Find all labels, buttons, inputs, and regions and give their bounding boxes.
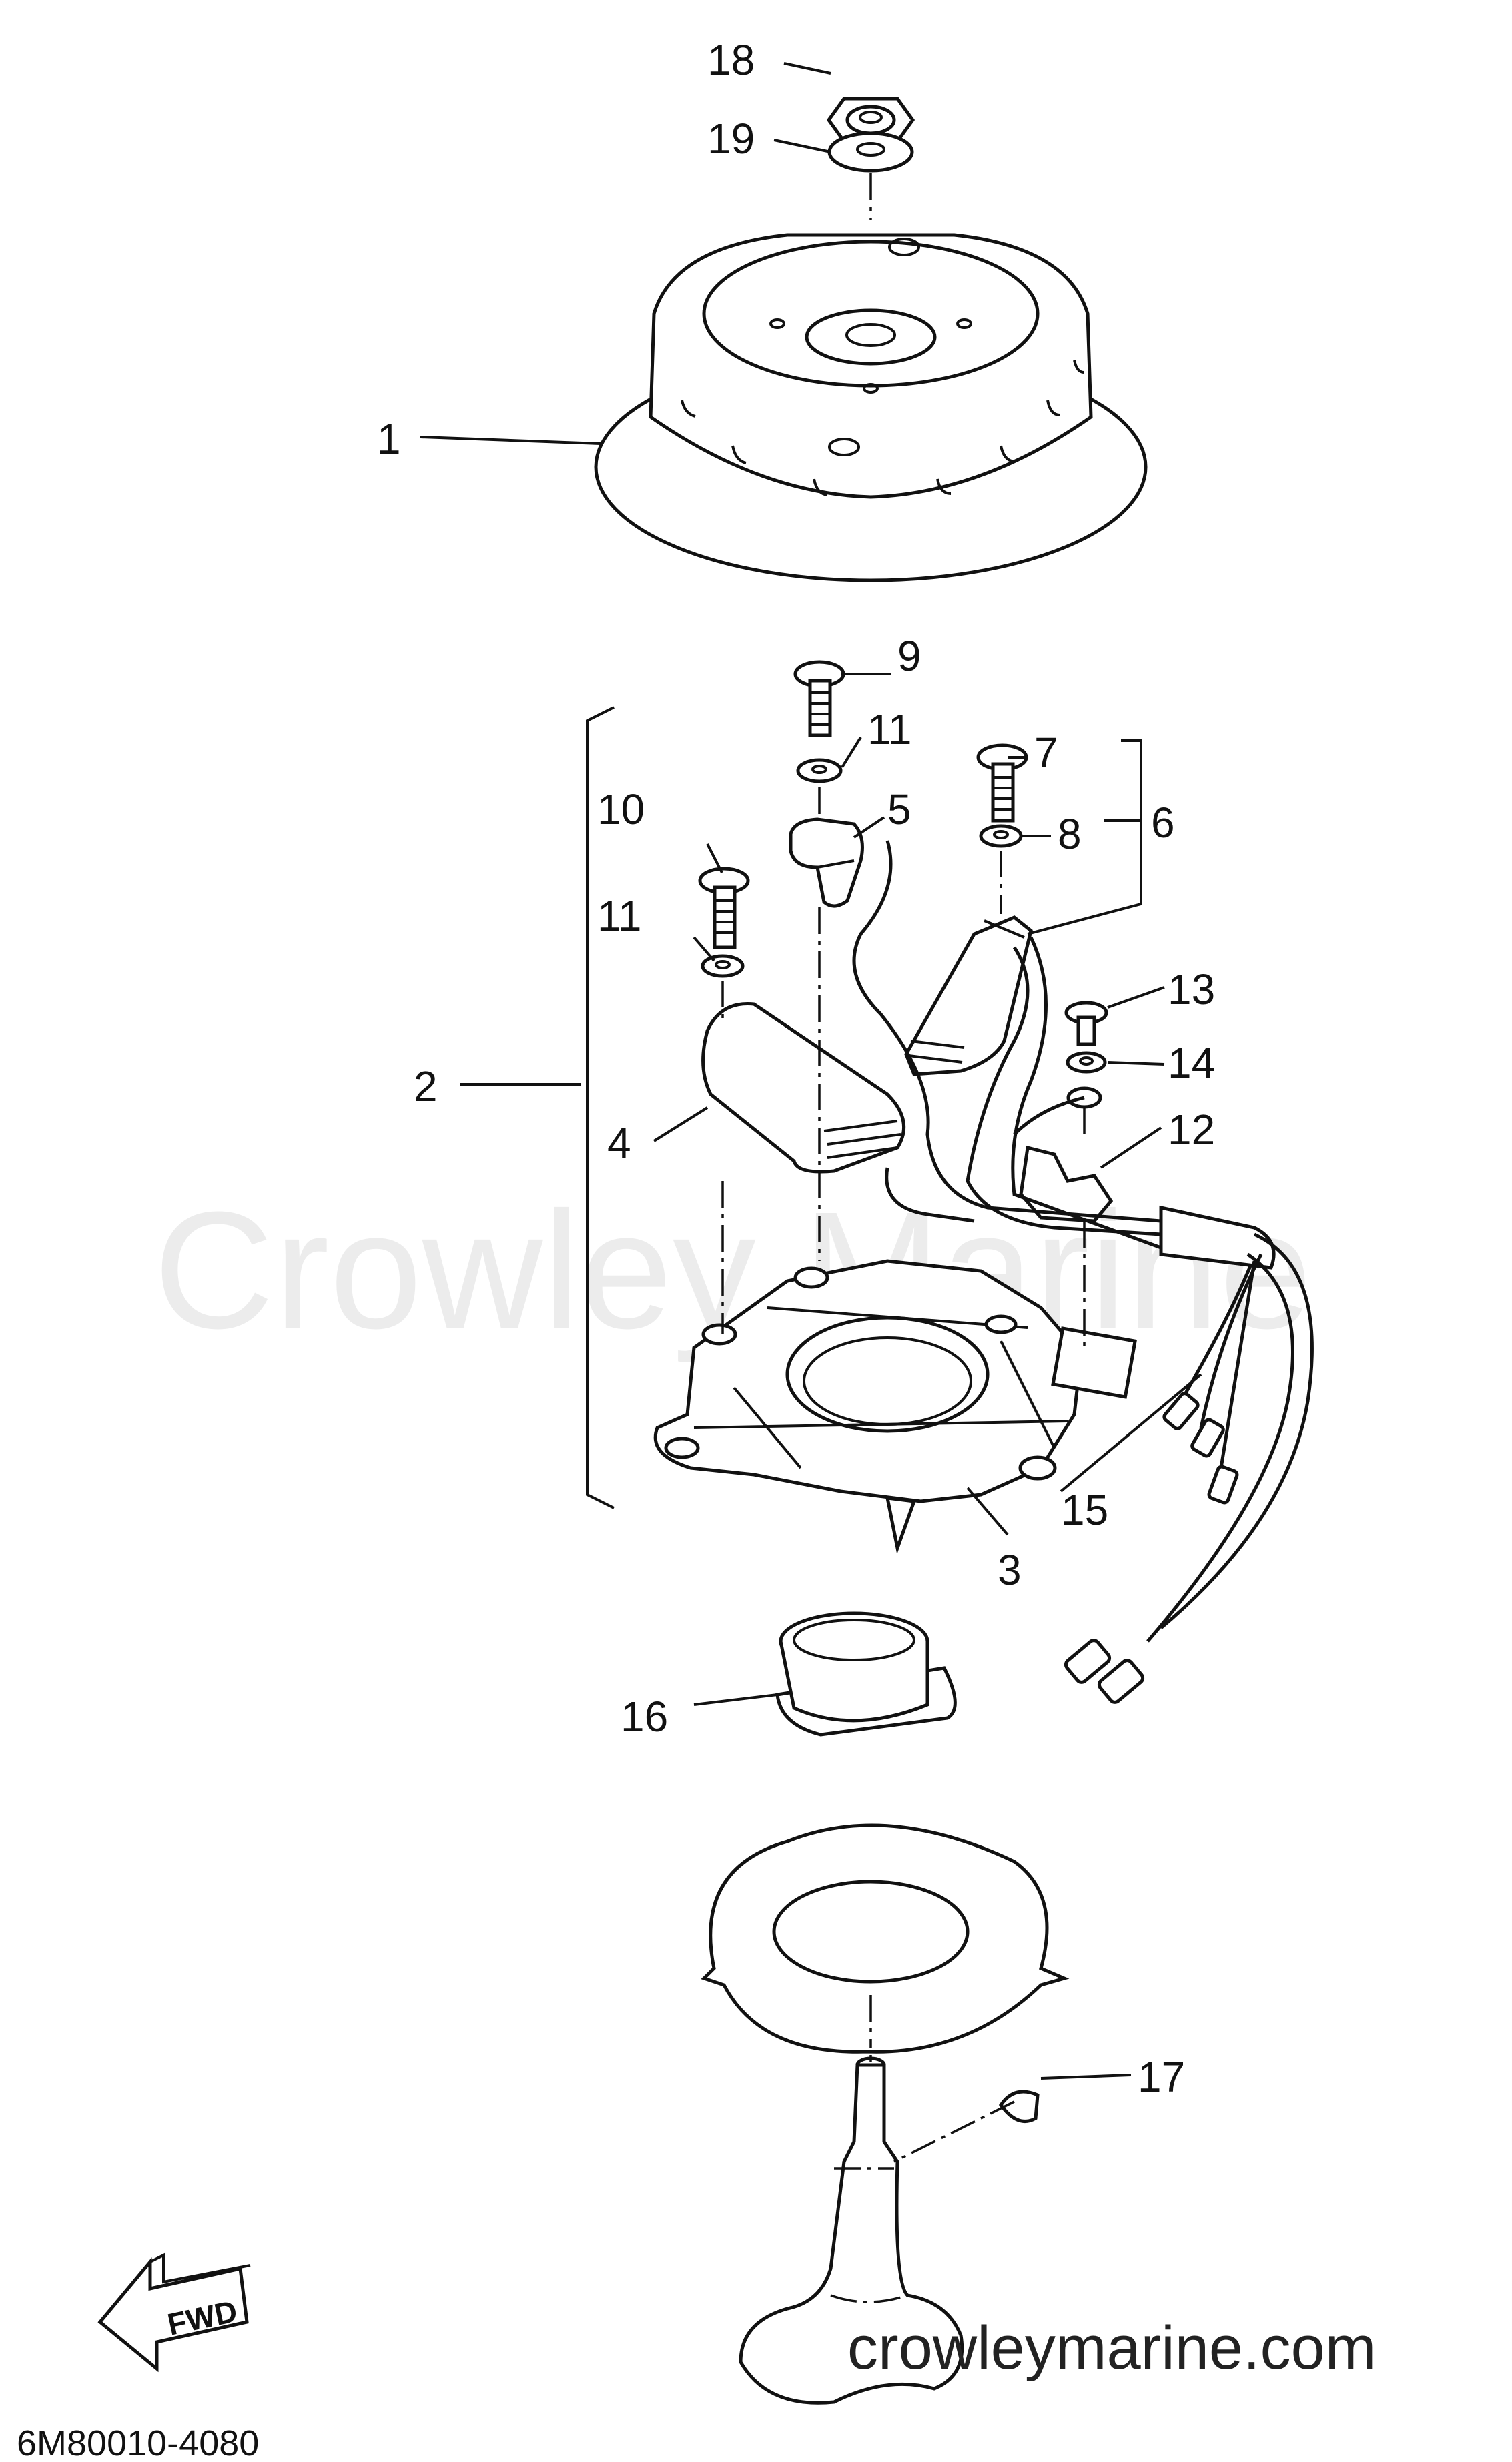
part-11-washer-top xyxy=(796,758,843,783)
part-12-clamp xyxy=(1019,1145,1114,1223)
callout-7: 7 xyxy=(1034,729,1058,777)
part-11-washer-left xyxy=(701,954,745,978)
callout-3: 3 xyxy=(998,1546,1022,1594)
callout-11-upper: 11 xyxy=(867,705,911,753)
part-10-screw xyxy=(698,867,750,949)
callout-4: 4 xyxy=(607,1119,631,1167)
part-base-plate xyxy=(701,1823,1070,2054)
part-1-flywheel xyxy=(594,233,1148,582)
callout-19: 19 xyxy=(707,115,755,163)
part-7-screw xyxy=(976,743,1028,823)
part-5-pulser-coil xyxy=(789,817,864,908)
part-3-stator-base xyxy=(653,1259,1138,1555)
website-text: crowleymarine.com xyxy=(847,2314,1376,2382)
callout-5: 5 xyxy=(887,785,911,833)
callout-1: 1 xyxy=(377,415,401,463)
callout-18: 18 xyxy=(707,36,755,84)
part-17-woodruff-key xyxy=(998,2090,1040,2123)
leader-lines xyxy=(420,62,1202,2080)
callout-8: 8 xyxy=(1058,810,1082,858)
callout-12: 12 xyxy=(1168,1106,1215,1154)
callout-2: 2 xyxy=(414,1062,438,1110)
callout-9: 9 xyxy=(897,632,921,680)
part-16-collar xyxy=(775,1611,957,1737)
part-6-ignition-coil xyxy=(904,915,1033,1076)
part-14-washer xyxy=(1066,1051,1107,1074)
callout-14: 14 xyxy=(1168,1039,1215,1087)
part-13-screw xyxy=(1064,1001,1108,1046)
callout-16: 16 xyxy=(621,1693,668,1741)
part-4-charge-coil xyxy=(701,1002,906,1174)
part-crankshaft xyxy=(739,2056,964,2405)
fwd-arrow-icon: FWD xyxy=(97,2252,251,2373)
callout-11-lower: 11 xyxy=(597,892,641,940)
part-19-washer xyxy=(827,131,914,173)
part-9-screw xyxy=(793,660,845,737)
callout-6: 6 xyxy=(1151,799,1175,847)
callout-13: 13 xyxy=(1168,965,1215,1013)
callout-10: 10 xyxy=(597,785,645,833)
diagram-code: 6M80010-4080 xyxy=(17,2423,259,2462)
callout-17: 17 xyxy=(1138,2053,1185,2101)
callout-15: 15 xyxy=(1061,1486,1108,1534)
part-8-washer xyxy=(979,824,1023,848)
part-2-bracket xyxy=(586,706,615,1509)
